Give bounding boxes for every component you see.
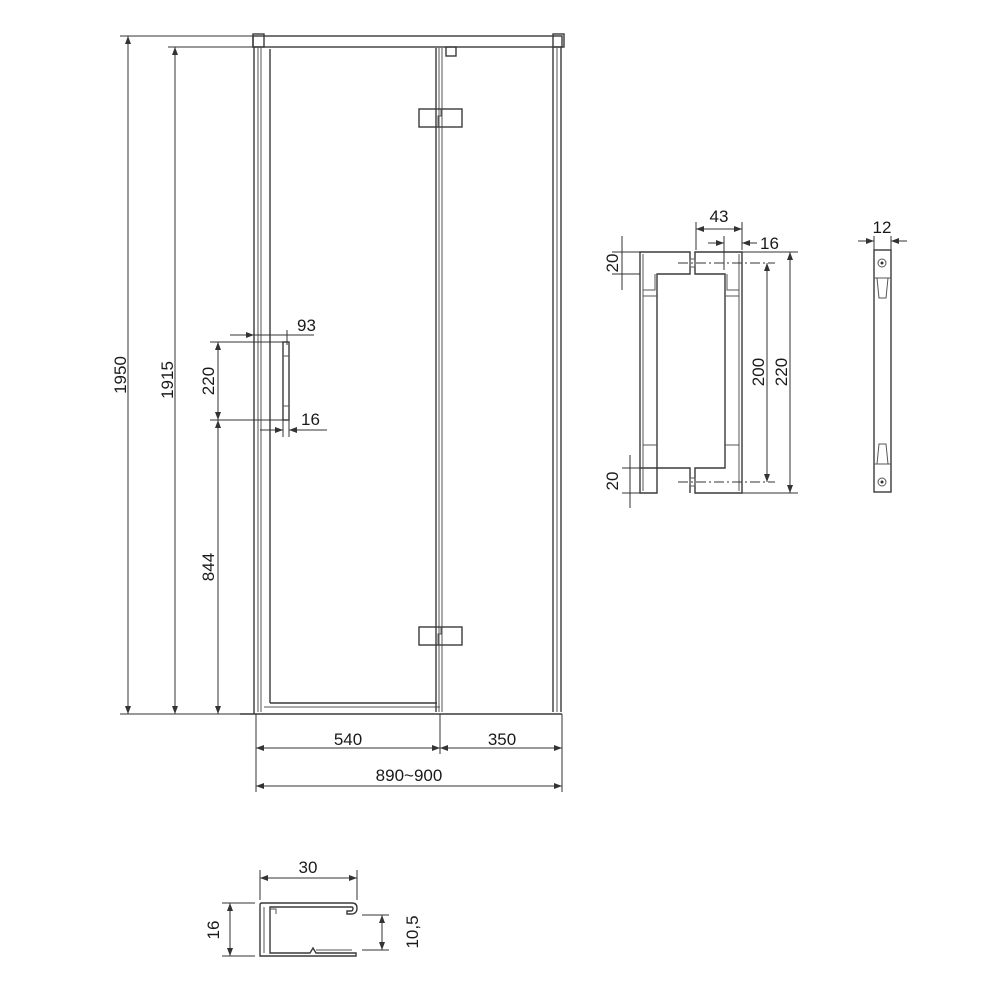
handle-side-view: 12 bbox=[858, 218, 907, 493]
dim-handle-offset: 93 bbox=[297, 316, 316, 335]
dim-top-mount: 20 bbox=[603, 254, 622, 273]
dim-total-length: 220 bbox=[772, 358, 791, 386]
bottom-hinge bbox=[418, 626, 463, 646]
dim-handle-depth: 16 bbox=[301, 410, 320, 429]
dim-glass-height: 1915 bbox=[158, 361, 177, 399]
dim-profile-height: 16 bbox=[204, 921, 223, 940]
dim-handle-depth-detail: 16 bbox=[760, 234, 779, 253]
dim-profile-width: 30 bbox=[299, 858, 318, 877]
dim-side-width: 12 bbox=[873, 218, 892, 237]
dim-handle-height: 220 bbox=[199, 367, 218, 395]
dim-door-width: 540 bbox=[334, 730, 362, 749]
dim-handle-width: 43 bbox=[710, 207, 729, 226]
handle-detail: 43 16 20 20 200 220 12 bbox=[603, 207, 907, 508]
profile-section: 30 16 10,5 bbox=[204, 858, 422, 957]
dim-profile-inner-height: 10,5 bbox=[403, 915, 422, 948]
dim-handle-position: 844 bbox=[199, 553, 218, 581]
dim-bottom-mount: 20 bbox=[603, 472, 622, 491]
top-rail-right-cap bbox=[552, 33, 565, 48]
top-hinge bbox=[418, 108, 463, 128]
top-rail bbox=[252, 35, 563, 48]
dim-fixed-panel-width: 350 bbox=[488, 730, 516, 749]
dim-hole-spacing: 200 bbox=[749, 358, 768, 386]
latch bbox=[445, 46, 457, 57]
dim-total-height: 1950 bbox=[111, 356, 130, 394]
dim-total-width: 890~900 bbox=[376, 766, 443, 785]
door-handle bbox=[282, 341, 290, 421]
door-elevation: 1950 1915 220 844 93 16 540 350 890~900 bbox=[111, 33, 565, 792]
